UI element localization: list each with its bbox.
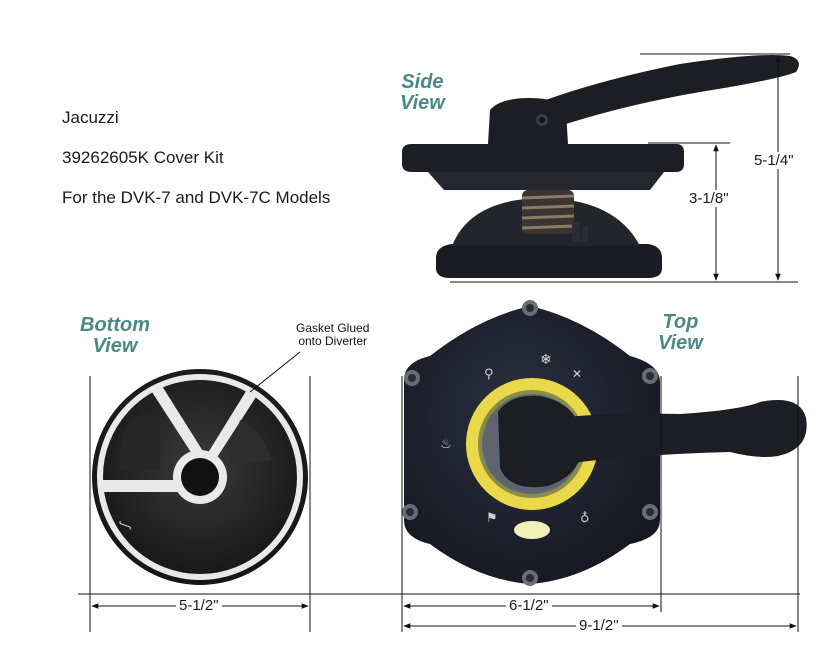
side-body-height-label: 3-1/8" xyxy=(686,190,732,207)
screw-icon xyxy=(522,300,538,316)
bottom-view-diverter: ʃ xyxy=(92,369,308,585)
indicator-light xyxy=(514,521,550,539)
top-view-valve: ❄ ⚲ ✕ ♨ ⚑ ♁ xyxy=(402,300,807,586)
side-total-height-label: 5-1/4" xyxy=(751,152,797,169)
bottom-view-label: Bottom View xyxy=(80,315,150,357)
gasket-leader-line xyxy=(249,351,301,393)
off-icon: ✕ xyxy=(572,367,582,381)
person-icon: ⚲ xyxy=(484,367,494,382)
gasket-ring xyxy=(97,374,303,580)
gasket-note-line2: onto Diverter xyxy=(298,334,368,348)
screw-icon xyxy=(402,504,418,520)
jets-icon: ♨ xyxy=(440,437,452,452)
spring-icon xyxy=(521,190,575,234)
part-number-label: 39262605K Cover Kit xyxy=(62,148,224,167)
snowflake-icon: ❄ xyxy=(540,352,552,368)
gasket-note: Gasket Glued onto Diverter xyxy=(296,322,369,348)
screw-icon xyxy=(404,370,420,386)
bottom-view-label-line1: Bottom xyxy=(80,314,150,336)
screw-icon xyxy=(642,504,658,520)
side-view-valve xyxy=(402,55,799,278)
lounger-icon: ♁ xyxy=(580,511,590,526)
brand-label: Jacuzzi xyxy=(62,108,119,127)
top-view-label: Top View xyxy=(658,312,703,354)
seat-icon: ⚑ xyxy=(486,511,498,526)
side-view-label-line1: Side xyxy=(401,71,444,93)
top-total-width-label: 9-1/2" xyxy=(576,617,622,634)
models-label: For the DVK-7 and DVK-7C Models xyxy=(62,188,331,207)
side-view-label: Side View xyxy=(400,72,445,114)
svg-text:ʃ: ʃ xyxy=(115,519,132,530)
top-view-label-line1: Top xyxy=(662,311,699,333)
gasket-note-line1: Gasket Glued xyxy=(296,321,370,335)
screw-icon xyxy=(522,570,538,586)
bottom-diameter-label: 5-1/2" xyxy=(176,597,222,614)
bottom-view-label-line2: View xyxy=(92,335,138,357)
side-view-label-line2: View xyxy=(400,92,445,114)
top-view-label-line2: View xyxy=(658,332,703,354)
top-body-width-label: 6-1/2" xyxy=(506,597,552,614)
screw-icon xyxy=(642,368,658,384)
